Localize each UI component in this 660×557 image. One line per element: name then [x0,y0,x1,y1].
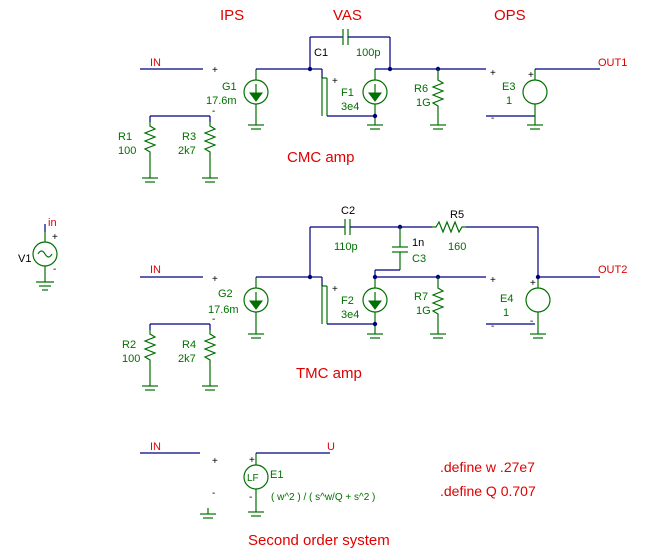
net-label-in-2: IN [150,264,161,276]
net-label-out2: OUT2 [598,264,627,276]
e4-value: 1 [503,307,509,319]
capacitor-c1[interactable]: C1 100p [314,29,380,59]
f2-value: 3e4 [341,309,359,321]
r3-value: 2k7 [178,145,196,157]
v1-minus: - [53,264,56,275]
c3-value: 1n [412,237,424,249]
resistor-r2[interactable]: R2 100 [122,330,158,391]
resistor-r4[interactable]: R4 2k7 [178,330,218,391]
r1-value: 100 [118,145,136,157]
r7-ref: R7 [414,291,428,303]
directive-q: .define Q 0.707 [440,483,536,499]
g2-minus: - [212,314,215,325]
e3-minus: - [491,113,494,124]
net-label-u: U [327,441,335,453]
e3-ref: E3 [502,81,515,93]
r4-ref: R4 [182,339,196,351]
directive-w: .define w .27e7 [440,459,535,475]
source-v1[interactable]: V1 + - [18,232,58,291]
g1-plus: + [212,65,218,76]
c1-ref: C1 [314,47,328,59]
caption-cmc: CMC amp [287,149,355,166]
r6-ref: R6 [414,83,428,95]
e4-out-plus: + [530,278,536,289]
header-ops: OPS [494,7,526,24]
resistor-r6[interactable]: R6 1G [414,69,446,130]
e3-value: 1 [506,95,512,107]
r1-ref: R1 [118,131,132,143]
vcvs-e4[interactable]: + - E4 1 [500,277,551,339]
f1-plus: + [332,76,338,87]
header-vas: VAS [333,7,362,24]
header-ips: IPS [220,7,244,24]
resistor-r5[interactable]: R5 160 [432,209,466,253]
cccs-f2[interactable]: + F2 3e4 [321,277,388,339]
e1-symbol: LF [247,473,259,484]
r6-value: 1G [416,97,431,109]
v1-plus: + [52,232,58,243]
g1-value: 17.6m [206,95,237,107]
net-label-out1: OUT1 [598,57,627,69]
c2-ref: C2 [341,205,355,217]
g2-value: 17.6m [208,304,239,316]
net-label-in: in [48,217,57,229]
ground-e1-input [200,508,216,519]
e3-plus: + [490,68,496,79]
caption-tmc: TMC amp [296,365,362,382]
e1-in-minus: - [212,488,215,499]
lf-source-e1[interactable]: LF + - E1 ( w^2 ) / ( s^w/Q + s^2 ) [243,453,375,517]
vcvs-e3[interactable]: + E3 1 [502,69,548,130]
r3-ref: R3 [182,131,196,143]
g1-minus: - [212,106,215,117]
e1-out-plus: + [249,455,255,466]
e1-expression: ( w^2 ) / ( s^w/Q + s^2 ) [271,492,375,503]
g2-ref: G2 [218,288,233,300]
e3-out-plus: + [528,70,534,81]
c1-value: 100p [356,47,380,59]
f2-plus: + [332,284,338,295]
vccs-g1[interactable]: G1 17.6m [206,69,269,130]
net-label-in-3: IN [150,441,161,453]
f1-value: 3e4 [341,101,359,113]
f2-ref: F2 [341,295,354,307]
caption-second-order: Second order system [248,532,390,549]
v1-ref: V1 [18,253,31,265]
cccs-f1[interactable]: + F1 3e4 [321,69,388,130]
e1-in-plus: + [212,456,218,467]
e4-minus: - [491,321,494,332]
resistor-r1[interactable]: R1 100 [118,122,158,183]
e1-out-minus: - [249,492,252,503]
resistor-r7[interactable]: R7 1G [414,277,446,339]
e4-ref: E4 [500,293,513,305]
capacitor-c2[interactable]: C2 110p [334,205,358,253]
c2-value: 110p [334,241,358,253]
resistor-r3[interactable]: R3 2k7 [178,122,218,183]
g2-plus: + [212,274,218,285]
vccs-g2[interactable]: G2 17.6m [208,277,269,339]
r5-value: 160 [448,241,466,253]
c3-ref: C3 [412,253,426,265]
r4-value: 2k7 [178,353,196,365]
r2-ref: R2 [122,339,136,351]
r7-value: 1G [416,305,431,317]
r5-ref: R5 [450,209,464,221]
f1-ref: F1 [341,87,354,99]
r2-value: 100 [122,353,140,365]
net-label-in-1: IN [150,57,161,69]
e4-out-minus: - [530,316,533,327]
e1-ref: E1 [270,469,283,481]
capacitor-c3[interactable]: 1n C3 [392,227,426,270]
e4-plus: + [490,275,496,286]
g1-ref: G1 [222,81,237,93]
